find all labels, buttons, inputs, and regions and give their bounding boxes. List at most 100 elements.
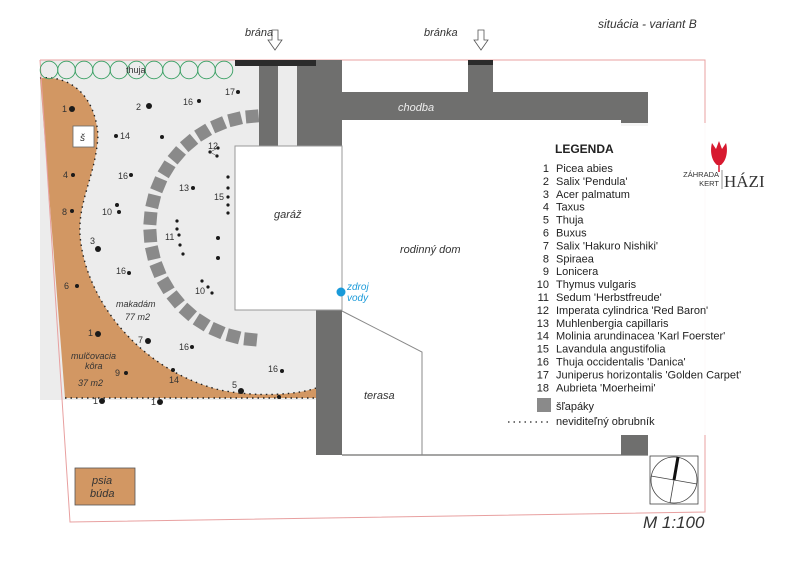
- plant-dot: [175, 227, 179, 231]
- legend-item-number: 1: [543, 163, 549, 175]
- legend-item-number: 6: [543, 228, 549, 240]
- plant-number: 12: [208, 141, 218, 151]
- legend-item: 7 Salix 'Hakuro Nishiki': [543, 240, 658, 252]
- plant-dot: [190, 345, 194, 349]
- doghouse-label-2: búda: [90, 488, 114, 500]
- stepping-stone: [145, 245, 161, 261]
- legend-item-name: Picea abies: [556, 163, 613, 175]
- plant-dot: [175, 219, 179, 223]
- plant-marker: 7: [138, 335, 151, 345]
- plant-number: 16: [268, 364, 278, 374]
- plant-number: 13: [179, 183, 189, 193]
- house-wall: [316, 60, 342, 146]
- house-wall: [316, 310, 342, 455]
- gate-pillar: [297, 66, 316, 146]
- plant-dot: [216, 256, 220, 260]
- plant-marker: 11: [165, 219, 185, 256]
- legend-box: [520, 123, 725, 435]
- plant-dot: [236, 90, 240, 94]
- stepping-stone: [194, 123, 213, 142]
- mulch-label-1: mulčovacia: [71, 351, 116, 361]
- legend-item: 15 Lavandula angustifolia: [537, 344, 667, 356]
- stepping-stone: [178, 302, 197, 322]
- legend-item: 1 Picea abies: [543, 163, 613, 175]
- legend-item-name: Imperata cylindrica 'Red Baron': [556, 305, 708, 317]
- stepping-stone: [145, 193, 162, 210]
- plant-dot: [160, 135, 164, 139]
- plant-dot: [200, 279, 204, 283]
- stepping-stone: [210, 116, 228, 134]
- legend-item-name: Lavandula angustifolia: [556, 344, 666, 356]
- plant-dot: [95, 331, 101, 337]
- legend-item-number: 7: [543, 240, 549, 252]
- plant-dot: [171, 368, 175, 372]
- corridor-label: chodba: [398, 102, 434, 114]
- doghouse: [74, 467, 136, 506]
- legend-item-name: Salix 'Hakuro Nishiki': [556, 240, 658, 252]
- legend-item-number: 17: [537, 369, 549, 381]
- terrace-outline: [341, 310, 423, 455]
- stepping-stone: [192, 313, 211, 332]
- plant-dot: [71, 173, 75, 177]
- garage: [234, 145, 343, 311]
- stepping-stone: [157, 160, 176, 179]
- legend-item-name: Sedum 'Herbstfreude': [556, 292, 662, 304]
- plant-marker: 16: [116, 266, 131, 276]
- plant-number: 10: [102, 207, 112, 217]
- terrace-label: terasa: [364, 390, 395, 402]
- plant-number: 11: [165, 232, 174, 242]
- plant-dot: [226, 186, 230, 190]
- legend-item-name: Lonicera: [556, 266, 599, 278]
- gravel-label-1: makadám: [116, 299, 156, 309]
- legend-item-number: 16: [537, 357, 549, 369]
- gate-bar: [235, 60, 316, 66]
- mulch-label-3: 37 m2: [78, 378, 103, 388]
- plant-marker: 10: [102, 203, 121, 217]
- garage-label: garáž: [274, 209, 302, 221]
- stepping-stone: [166, 290, 185, 309]
- plant-dot: [210, 291, 214, 295]
- stepping-stone: [245, 109, 260, 124]
- legend-item-number: 18: [537, 382, 549, 394]
- plant-dot: [145, 338, 151, 344]
- stepping-stone: [156, 276, 175, 295]
- legend-item: 18 Aubrieta 'Moerheimi': [537, 382, 656, 394]
- plant-marker: 14: [114, 131, 130, 141]
- stepping-stone: [225, 328, 242, 345]
- plant-number: 7: [138, 335, 143, 345]
- plant-number: 10: [195, 286, 205, 296]
- stepping-stone: [227, 111, 243, 128]
- plant-dot: [197, 99, 201, 103]
- plant-marker: 9: [115, 368, 128, 378]
- legend-item-name: Molinia arundinacea 'Karl Foerster': [556, 331, 725, 343]
- plant-number: 16: [179, 342, 189, 352]
- plant-marker: 1: [93, 396, 105, 406]
- plant-marker: 6: [64, 281, 79, 291]
- plant-marker: 1: [88, 328, 101, 338]
- plant-marker: 16: [183, 97, 201, 107]
- legend-item-name: Aubrieta 'Moerheimi': [556, 382, 656, 394]
- legend-item-number: 3: [543, 189, 549, 201]
- gate-arrow-icon: [267, 29, 283, 51]
- svg-text:ZÁHRADA: ZÁHRADA: [683, 170, 719, 179]
- legend-item-name: Acer palmatum: [556, 189, 630, 201]
- legend-item-number: 13: [537, 318, 549, 330]
- shed-label: š: [80, 133, 85, 144]
- legend-item-number: 15: [537, 344, 549, 356]
- legend-item-name: Salix 'Pendula': [556, 176, 627, 188]
- plant-marker: 2: [136, 102, 152, 112]
- plant-dot: [75, 284, 79, 288]
- plant-marker: 16: [179, 342, 194, 352]
- plant-number: 16: [118, 171, 128, 181]
- plant-dot: [226, 211, 230, 215]
